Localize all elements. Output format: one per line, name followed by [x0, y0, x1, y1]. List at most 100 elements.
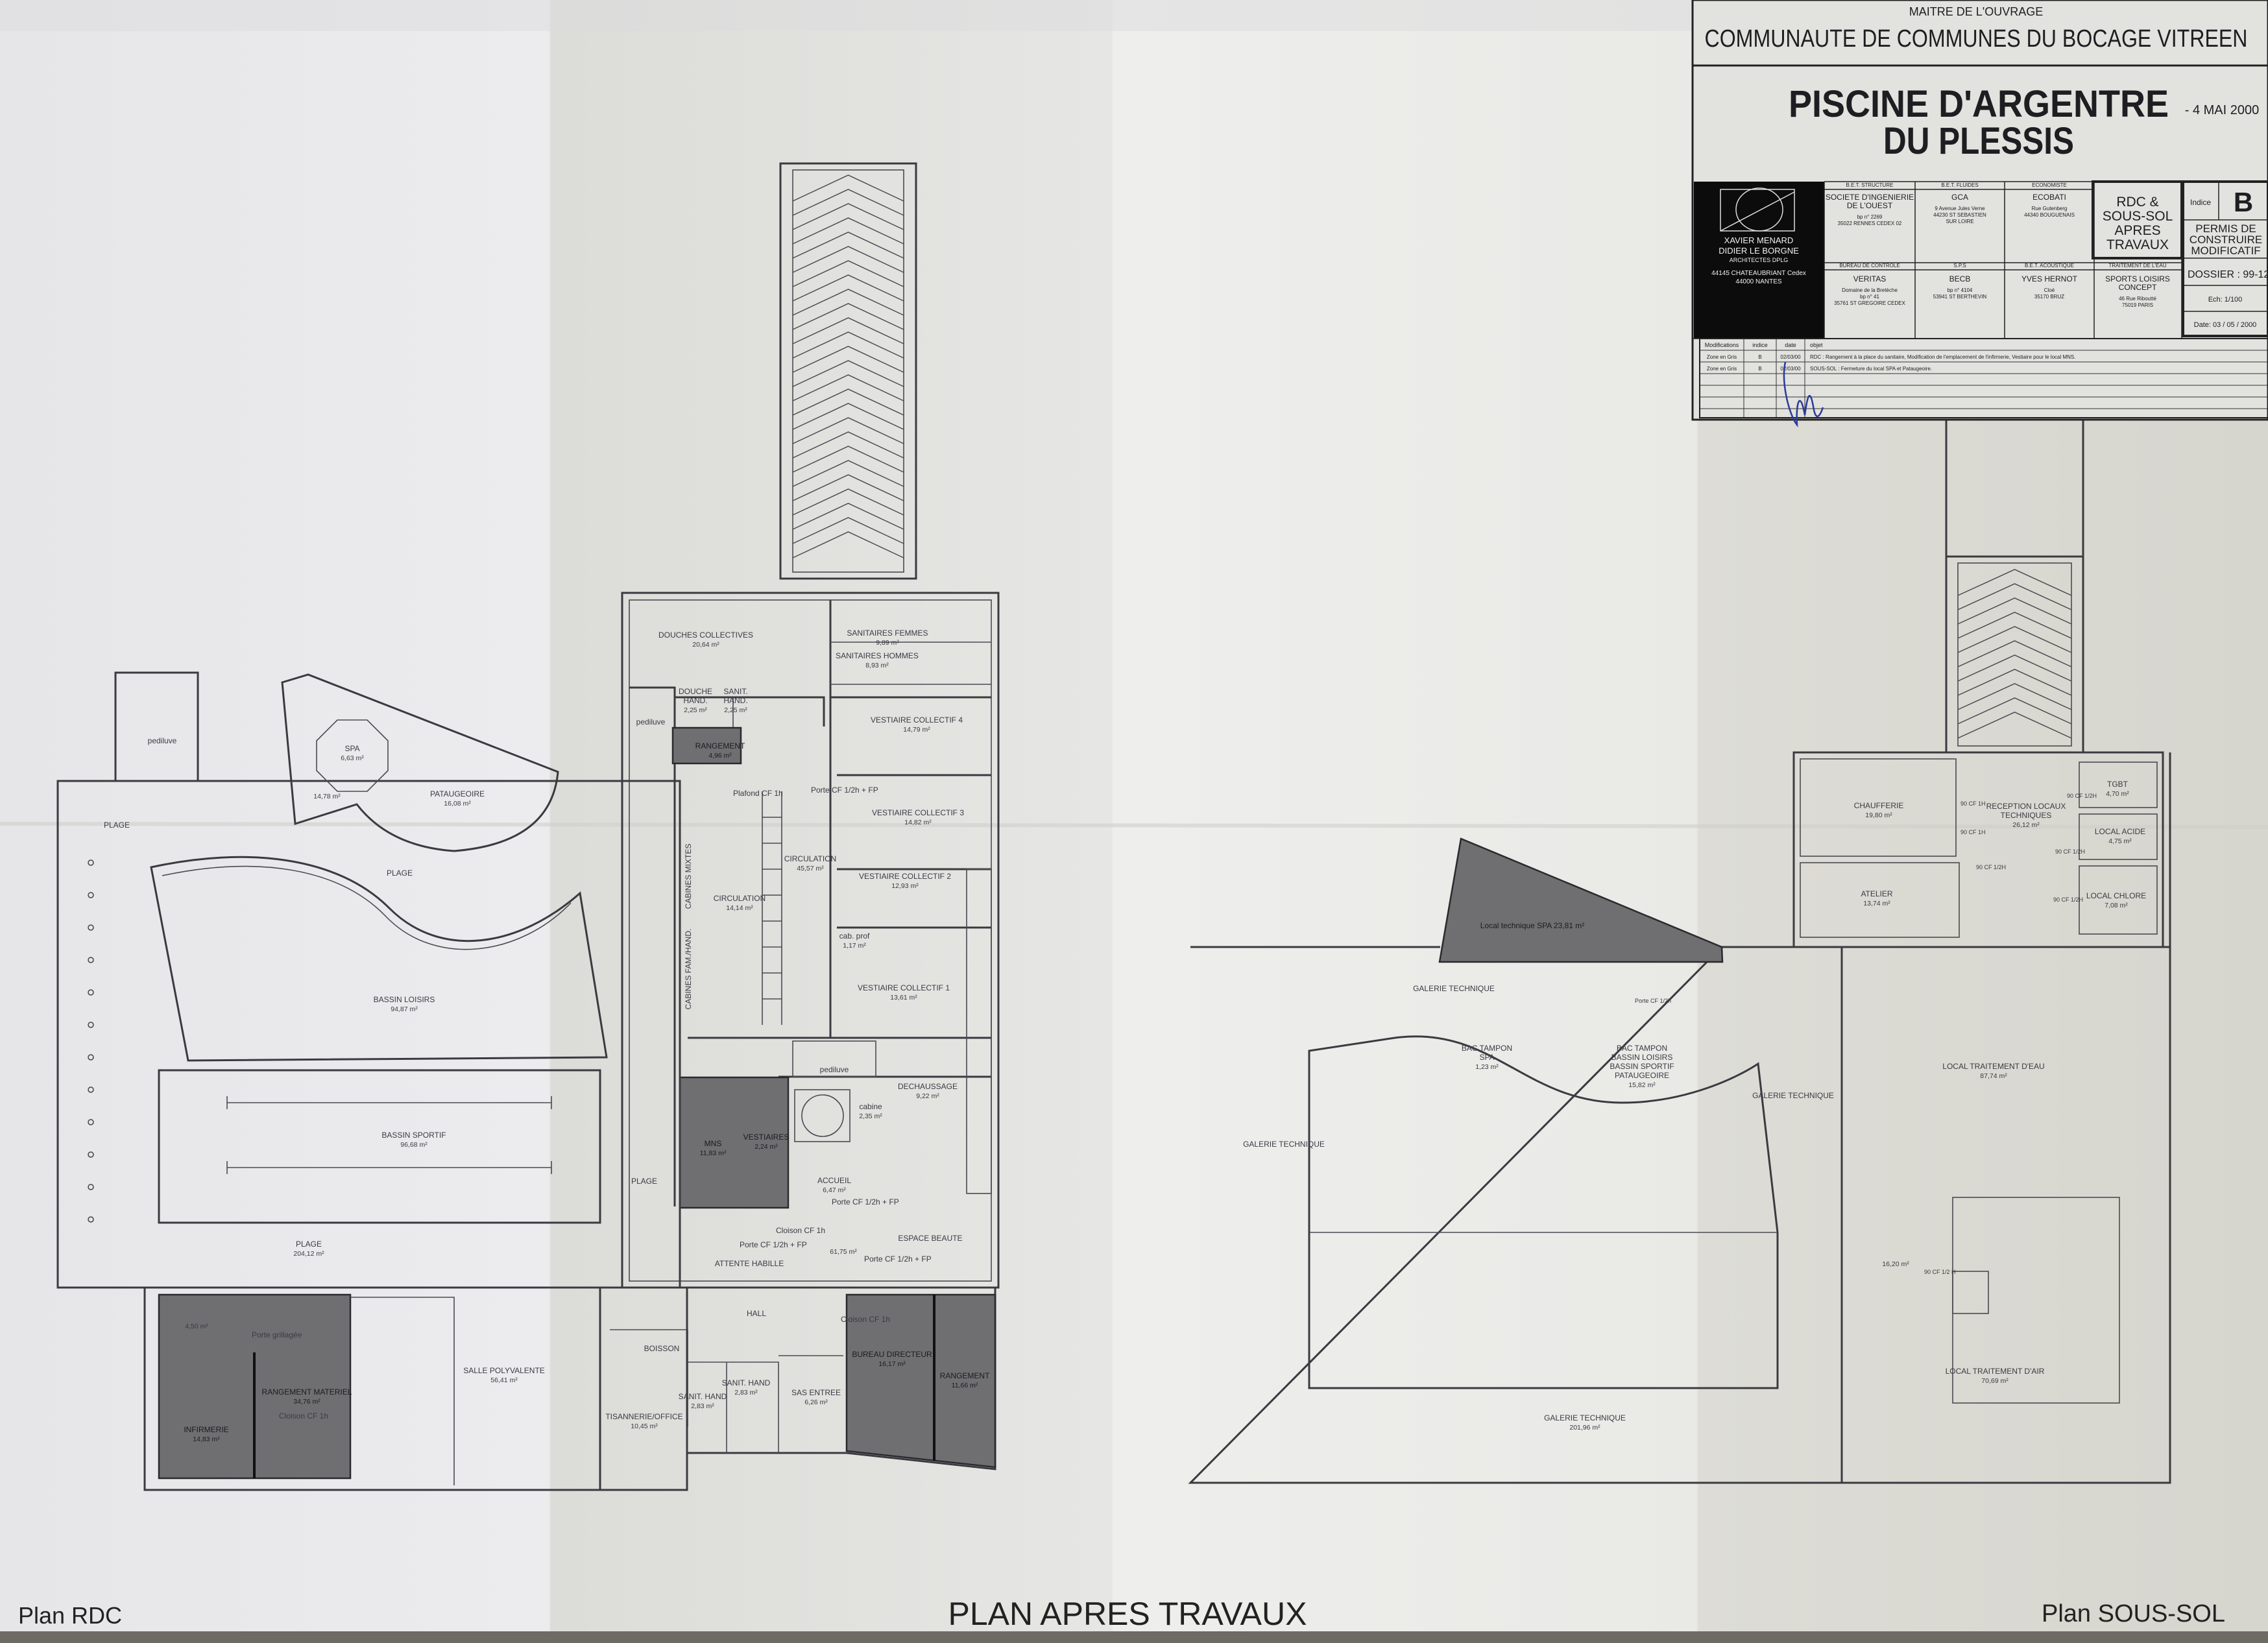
consultant-detail: SUR LOIRE [1946, 219, 1973, 224]
room-name: GALERIE TECHNIQUE [1544, 1413, 1626, 1422]
room-name: TECHNIQUES [2001, 811, 2052, 820]
room-area: 4,70 m² [2106, 790, 2129, 798]
annotation-note: Porte grillagée [252, 1330, 302, 1339]
ramp-chevrons [1957, 569, 2072, 739]
signature [1783, 361, 1824, 427]
room-area: 56,41 m² [490, 1376, 518, 1384]
consultant-name: SOCIETE D'INGENIERIE [1826, 193, 1914, 202]
ramp-chevron [792, 232, 904, 259]
ramp-chevron [792, 517, 904, 544]
pool-shell-basement [1308, 1035, 1779, 1389]
ramp-rdc [779, 162, 917, 580]
room-name: CIRCULATION [784, 854, 836, 863]
drawing-name-line: RDC & [2116, 195, 2158, 210]
annotation-note: 90 CF 1H [1960, 800, 1986, 807]
room-name: PLAGE [631, 1177, 657, 1186]
room-area: 4,96 m² [708, 752, 732, 760]
consultant-role: B.E.T. STRUCTURE [1846, 182, 1894, 188]
room-area: 2,25 m² [684, 706, 707, 714]
room-area: 9,89 m² [876, 639, 899, 647]
consultant-detail: Cloé [2044, 287, 2055, 293]
annotation-note: Cloison CF 1h [279, 1411, 328, 1421]
room-name: SPA [344, 744, 359, 753]
drawing-name-line: APRES [2114, 223, 2160, 238]
consultant-name: CONCEPT [2119, 283, 2157, 292]
ramp-chevron [1957, 654, 2072, 682]
column-mark [88, 892, 94, 898]
consultant-role: BUREAU DE CONTROLE [1839, 263, 1900, 269]
room-name: RANGEMENT [695, 741, 745, 750]
pediluve-left [114, 671, 199, 782]
room-name: PATAUGEOIRE [430, 789, 485, 798]
central-interior-walls [629, 600, 991, 1206]
room-name: VESTIAIRE COLLECTIF 1 [858, 983, 950, 992]
room-name: ATELIER [1861, 889, 1892, 898]
drawing-name-line: SOUS-SOL [2103, 209, 2173, 224]
architect-line: XAVIER MENARD [1724, 235, 1794, 245]
room-name: ACCUEIL [817, 1176, 851, 1185]
ramp-chevron [792, 246, 904, 273]
consultant-name: GCA [1951, 193, 1968, 202]
table-cell: SOUS-SOL : Fermeture du local SPA et Pat… [1810, 366, 1932, 372]
annotation-note: Porte CF 1/2h + FP [864, 1254, 932, 1264]
annotation-note: Plafond CF 1h [733, 789, 783, 798]
central-details [732, 642, 991, 1025]
ramp-chevron [792, 431, 904, 459]
ramp-chevron [792, 217, 904, 245]
table-cell: B [1758, 366, 1761, 372]
consultant-detail: bp n° 41 [1860, 294, 1879, 300]
room-area: 45,57 m² [797, 865, 824, 872]
room-area: 14,82 m² [904, 819, 932, 826]
project-title-line2: DU PLESSIS [1883, 120, 2074, 162]
room-area: 61,75 m² [830, 1248, 857, 1256]
consultant-detail: Rue Gutenberg [2032, 206, 2068, 211]
room-name: LOCAL CHLORE [2086, 891, 2146, 900]
room-area: 96,68 m² [400, 1141, 428, 1149]
room-area: 6,26 m² [804, 1398, 828, 1406]
room-name: DOUCHE [679, 687, 712, 696]
ramp-chevron [1957, 626, 2072, 653]
room-area: 6,47 m² [823, 1186, 846, 1194]
ramp-chevron [792, 346, 904, 373]
annotation-note: 90 CF 1/2H [1976, 864, 2006, 870]
ramp-chevron [792, 417, 904, 444]
ramp-chevron [1957, 569, 2072, 596]
room-area: 9,22 m² [916, 1092, 939, 1100]
room-name: CIRCULATION [714, 894, 766, 903]
room-area: 20,64 m² [692, 641, 719, 649]
room-name: pediluve [636, 717, 666, 726]
consultant-role: B.E.T. ACOUSTIQUE [2025, 263, 2074, 269]
table-header: objet [1810, 342, 1823, 348]
room-area: 12,93 m² [891, 882, 919, 890]
room-area: 1,17 m² [843, 942, 866, 950]
room-name: BASSIN SPORTIF [381, 1131, 446, 1140]
room-name: SANIT. HAND [722, 1378, 771, 1387]
column-mark [88, 859, 94, 866]
room-name: BUREAU DIRECTEUR [852, 1350, 932, 1359]
room-name: BASSIN LOISIRS [374, 995, 435, 1004]
table-cell: Zone en Gris [1707, 366, 1737, 372]
ramp-chevron [1957, 583, 2072, 610]
sheet-title: PLAN APRES TRAVAUX [948, 1596, 1307, 1632]
room-name: SANITAIRES FEMMES [847, 629, 928, 638]
lockers [966, 869, 992, 1194]
room-name: TGBT [2107, 780, 2129, 789]
atelier-wall [1800, 862, 1960, 938]
room-name: RANGEMENT [940, 1371, 990, 1380]
table-header: date [1785, 342, 1796, 348]
room-name: LOCAL TRAITEMENT D'EAU [1942, 1062, 2044, 1071]
ramp-chevron [1957, 612, 2072, 639]
bassin-sportif [158, 1069, 601, 1224]
column-mark [88, 1119, 94, 1125]
room-area: 19,80 m² [1865, 811, 1892, 819]
room-name: pediluve [148, 736, 177, 745]
ramp-chevron [792, 460, 904, 487]
column-mark [88, 1184, 94, 1190]
room-area: 4,75 m² [2108, 837, 2132, 845]
local-spa-grey-zone [1438, 837, 1724, 963]
ramp-chevron [792, 503, 904, 530]
